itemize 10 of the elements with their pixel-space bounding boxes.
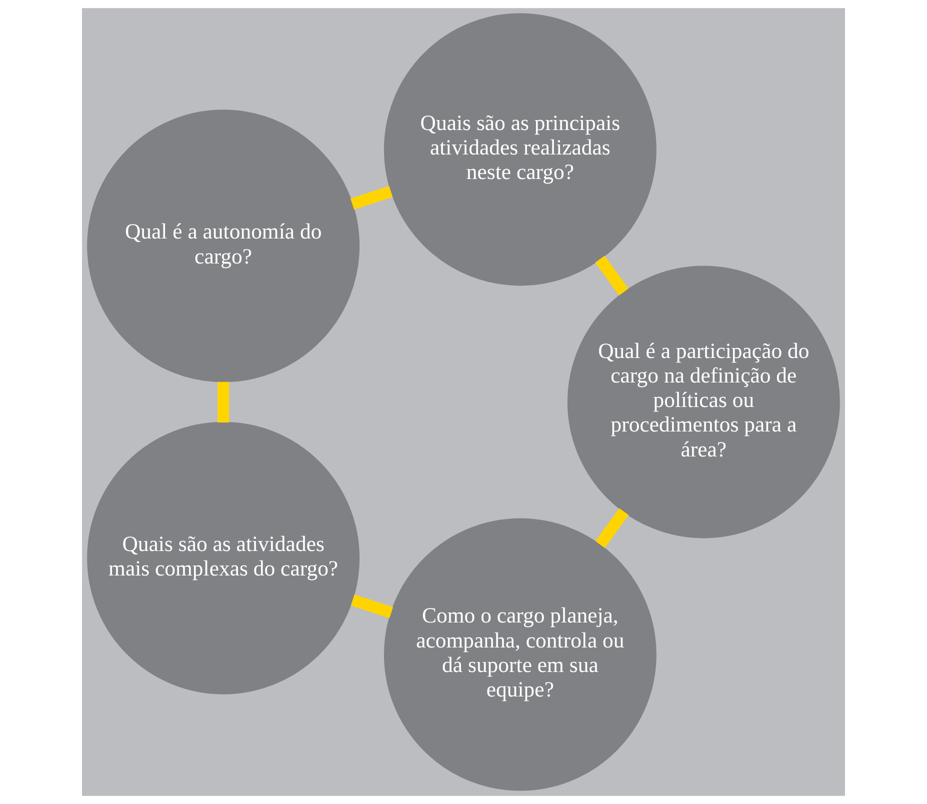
node-circle: Como o cargo planeja, acompanha, controla ou dá suporte em sua equipe? bbox=[384, 518, 656, 791]
connector bbox=[350, 186, 393, 210]
node-circle: Qual é a participação do cargo na definição de políticas ou procedimentos para a área? bbox=[567, 266, 840, 538]
node-circle: Quais são as principais atividades realizadas neste cargo? bbox=[384, 13, 656, 286]
node-circle: Qual é a autonomía do cargo? bbox=[87, 110, 360, 382]
connector bbox=[595, 256, 628, 296]
connector bbox=[350, 594, 394, 618]
connector bbox=[218, 382, 230, 423]
node-circle: Quais são as atividades mais complexas do cargo? bbox=[87, 422, 360, 694]
connector bbox=[595, 508, 629, 548]
